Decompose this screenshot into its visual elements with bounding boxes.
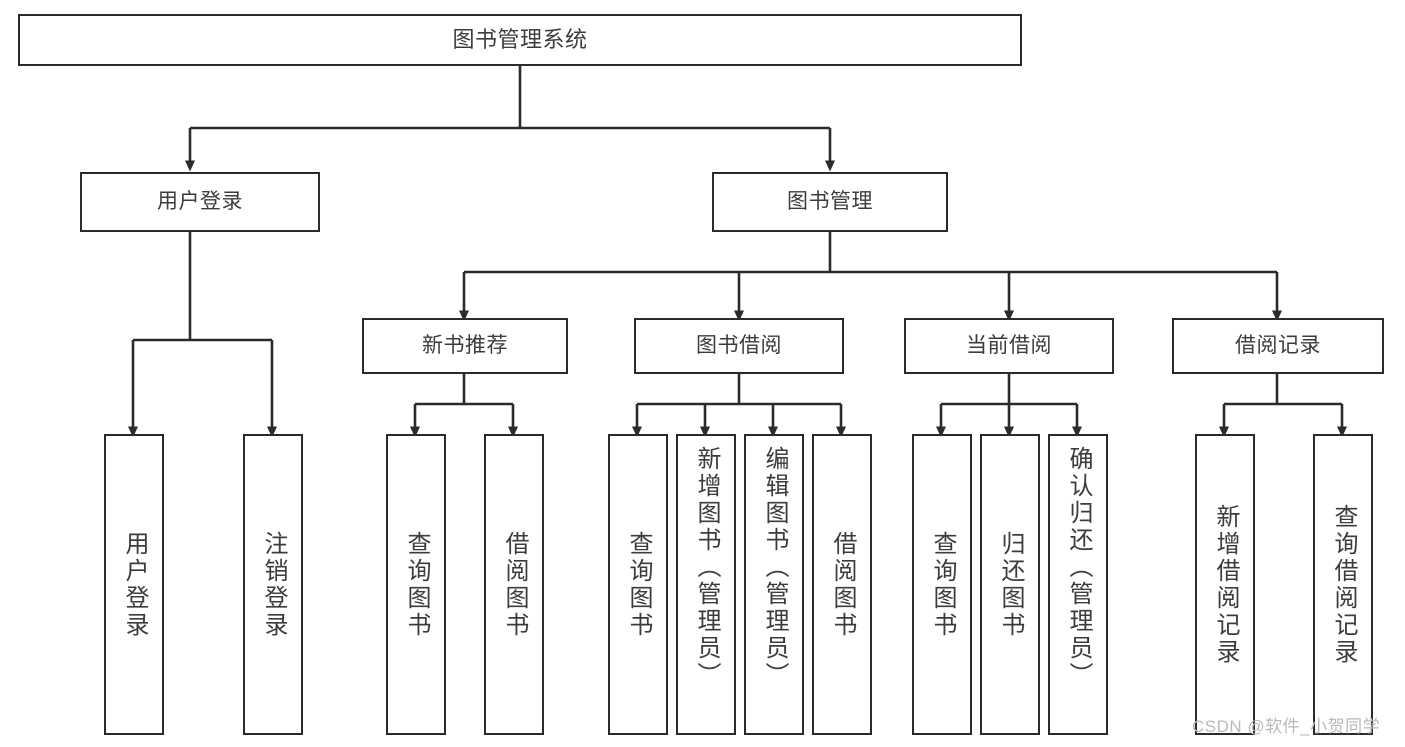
node-label: 确认归还（管理员） [1065,446,1092,689]
csdn-watermark: CSDN @软件_小贺同学 [1192,717,1381,736]
node-leaf-edit-book-admin[interactable]: 编辑图书（管理员） [744,434,804,735]
node-leaf-borrow-book[interactable]: 借阅图书 [812,434,872,735]
node-leaf-user-login[interactable]: 用户登录 [104,434,164,735]
node-label: 编辑图书（管理员） [761,446,788,689]
node-label: 借阅图书 [829,530,856,639]
node-label: 图书管理 [787,189,873,213]
node-leaf-return-book[interactable]: 归还图书 [980,434,1040,735]
node-label: 新增借阅记录 [1212,503,1239,666]
node-label: 注销登录 [260,530,287,639]
node-label: 新书推荐 [422,333,508,357]
node-label: 借阅记录 [1235,333,1321,357]
node-leaf-query-book-recommend[interactable]: 查询图书 [386,434,446,735]
node-label: 图书借阅 [696,333,782,357]
node-label: 图书管理系统 [452,27,588,53]
node-current-borrow[interactable]: 当前借阅 [904,318,1114,374]
node-label: 新增图书（管理员） [693,446,720,689]
node-leaf-borrow-book-recommend[interactable]: 借阅图书 [484,434,544,735]
node-leaf-add-book-admin[interactable]: 新增图书（管理员） [676,434,736,735]
node-new-book-recommend[interactable]: 新书推荐 [362,318,568,374]
node-book-management[interactable]: 图书管理 [712,172,948,232]
node-label: 查询图书 [929,530,956,639]
node-label: 查询借阅记录 [1330,503,1357,666]
node-user-login[interactable]: 用户登录 [80,172,320,232]
node-leaf-query-borrow-record[interactable]: 查询借阅记录 [1313,434,1373,735]
node-label: 借阅图书 [501,530,528,639]
node-label: 查询图书 [403,530,430,639]
node-leaf-query-book-current[interactable]: 查询图书 [912,434,972,735]
node-leaf-add-borrow-record[interactable]: 新增借阅记录 [1195,434,1255,735]
node-label: 用户登录 [121,530,148,639]
node-label: 当前借阅 [966,333,1052,357]
node-label: 查询图书 [625,530,652,639]
node-borrow-record[interactable]: 借阅记录 [1172,318,1384,374]
node-leaf-query-book-borrow[interactable]: 查询图书 [608,434,668,735]
node-leaf-confirm-return-admin[interactable]: 确认归还（管理员） [1048,434,1108,735]
node-label: 归还图书 [997,530,1024,639]
node-root-book-management-system[interactable]: 图书管理系统 [18,14,1022,66]
node-label: 用户登录 [157,189,243,213]
node-book-borrow[interactable]: 图书借阅 [634,318,844,374]
node-leaf-logout[interactable]: 注销登录 [243,434,303,735]
